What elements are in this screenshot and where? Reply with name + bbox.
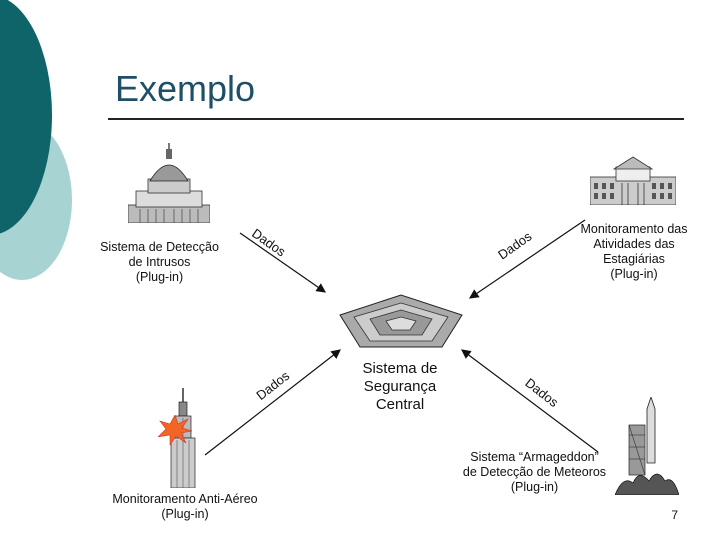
meteor-detection-label: Sistema “Armageddon” de Detecção de Mete…	[462, 450, 607, 494]
arrow-interns	[469, 219, 586, 299]
page-number: 7	[671, 508, 678, 522]
dark-teal-shape	[0, 0, 52, 234]
slide-title: Exemplo	[115, 68, 256, 109]
arrow-intrusion	[239, 232, 326, 293]
pentagon-icon	[339, 294, 463, 348]
arrow-antiair	[204, 349, 341, 456]
arrow-meteor	[461, 349, 599, 453]
capitol-icon	[128, 143, 210, 223]
explosion-icon	[158, 415, 192, 445]
rocket-icon	[615, 397, 679, 495]
white-house-icon	[590, 156, 676, 205]
title-underline	[108, 118, 684, 120]
intrusion-detection-label: Sistema de Detecção de Intrusos (Plug-in…	[100, 240, 219, 284]
anti-air-monitoring-label: Monitoramento Anti-Aéreo (Plug-in)	[112, 492, 258, 521]
central-security-label: Sistema de Segurança Central	[362, 360, 438, 413]
intern-monitoring-label: Monitoramento das Atividades das Estagiá…	[580, 222, 688, 281]
